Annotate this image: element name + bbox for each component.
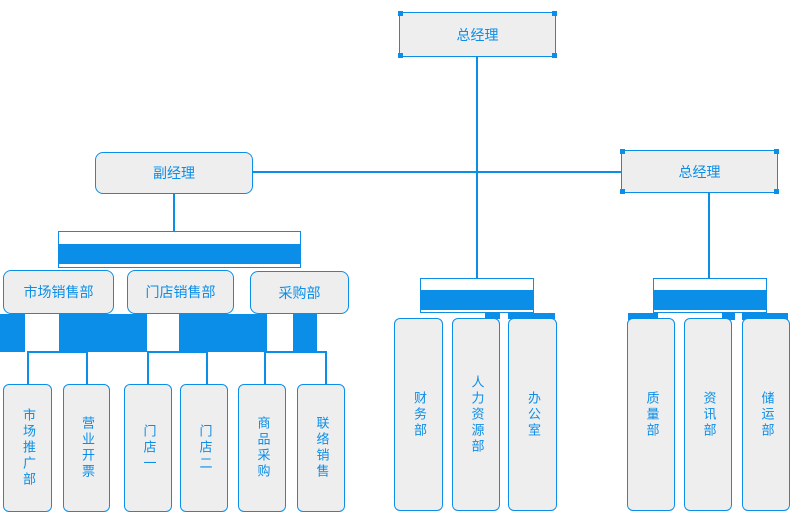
node-dept-human-resources-label: 人力资源部: [468, 374, 484, 455]
node-team-merchandise-purchasing-label: 商品采购: [254, 416, 270, 480]
bracket-1-drop-2: [86, 351, 88, 384]
node-dept-store-sales-label: 门店销售部: [145, 285, 216, 301]
node-team-store-two[interactable]: 门店二: [180, 384, 228, 512]
node-team-market-promotion-label: 市场推广部: [20, 408, 35, 488]
bus-segment-left-4: [293, 314, 317, 353]
bus-bar-left-stripe: [59, 244, 300, 264]
bracket-3-horizontal: [264, 351, 327, 353]
selection-handle[interactable]: [774, 149, 779, 154]
selection-handle[interactable]: [552, 11, 557, 16]
node-dept-purchasing-label: 采购部: [278, 285, 321, 302]
node-team-billing[interactable]: 营业开票: [63, 384, 110, 512]
bus-bar-right: [653, 278, 767, 313]
node-dept-market-sales[interactable]: 市场销售部: [3, 270, 114, 314]
node-dept-store-sales[interactable]: 门店销售部: [127, 270, 234, 314]
node-deputy-manager[interactable]: 副经理: [95, 152, 253, 194]
bus-bar-left: [58, 231, 301, 268]
node-team-merchandise-purchasing[interactable]: 商品采购: [238, 384, 286, 512]
bracket-3-drop-2: [325, 351, 327, 384]
selection-handle[interactable]: [398, 53, 403, 58]
node-general-manager-top[interactable]: 总经理: [398, 11, 557, 58]
node-dept-information[interactable]: 资讯部: [684, 318, 732, 511]
bus-bar-middle: [420, 278, 534, 313]
node-dept-logistics[interactable]: 储运部: [742, 318, 790, 511]
bus-bar-middle-stripe: [421, 290, 533, 310]
node-team-store-two-label: 门店二: [196, 424, 212, 472]
cap-strip-right-2: [722, 313, 735, 320]
node-team-liaison-sales[interactable]: 联络销售: [297, 384, 345, 512]
bracket-2-drop-1: [147, 351, 149, 384]
connector-deputy-vertical: [173, 193, 175, 231]
node-general-manager-right-label: 总经理: [678, 164, 721, 181]
bus-segment-left-2: [59, 314, 147, 352]
node-team-store-one-label: 门店一: [140, 424, 156, 472]
node-dept-human-resources[interactable]: 人力资源部: [452, 318, 500, 511]
node-dept-finance-label: 财务部: [411, 390, 426, 439]
selection-handle[interactable]: [620, 149, 625, 154]
bus-segment-left-1: [0, 314, 25, 352]
node-team-market-promotion[interactable]: 市场推广部: [3, 384, 52, 512]
cap-strip-middle-2: [508, 313, 555, 319]
node-dept-office[interactable]: 办公室: [508, 318, 557, 511]
bracket-1-horizontal: [27, 351, 88, 353]
selection-handle[interactable]: [552, 53, 557, 58]
node-general-manager-right[interactable]: 总经理: [620, 149, 779, 194]
bracket-3-drop-1: [264, 351, 266, 384]
selection-handle[interactable]: [774, 189, 779, 194]
cap-strip-right-1: [628, 313, 658, 320]
node-deputy-manager-label: 副经理: [153, 166, 195, 182]
node-general-manager-top-label: 总经理: [456, 27, 499, 44]
connector-main-horizontal: [253, 171, 623, 173]
node-team-billing-label: 营业开票: [79, 416, 94, 480]
node-team-liaison-sales-label: 联络销售: [313, 416, 329, 480]
bracket-2-horizontal: [147, 351, 208, 353]
node-dept-logistics-label: 储运部: [758, 390, 774, 439]
selection-handle[interactable]: [620, 189, 625, 194]
selection-handle[interactable]: [398, 11, 403, 16]
node-team-store-one[interactable]: 门店一: [124, 384, 172, 512]
node-dept-quality-label: 质量部: [643, 390, 659, 439]
bus-segment-left-3: [179, 314, 267, 352]
connector-right-manager-vertical: [708, 193, 710, 278]
node-dept-purchasing[interactable]: 采购部: [250, 271, 349, 314]
node-dept-information-label: 资讯部: [700, 390, 716, 439]
connector-top-vertical: [476, 57, 478, 278]
bracket-2-drop-2: [206, 351, 208, 384]
node-dept-market-sales-label: 市场销售部: [23, 285, 94, 301]
cap-strip-middle-1: [485, 313, 500, 319]
bus-bar-right-stripe: [654, 290, 766, 310]
bracket-1-drop-1: [27, 351, 29, 384]
node-dept-office-label: 办公室: [525, 390, 540, 439]
cap-strip-right-3: [742, 313, 788, 320]
node-dept-finance[interactable]: 财务部: [394, 318, 443, 511]
node-dept-quality[interactable]: 质量部: [627, 318, 675, 511]
